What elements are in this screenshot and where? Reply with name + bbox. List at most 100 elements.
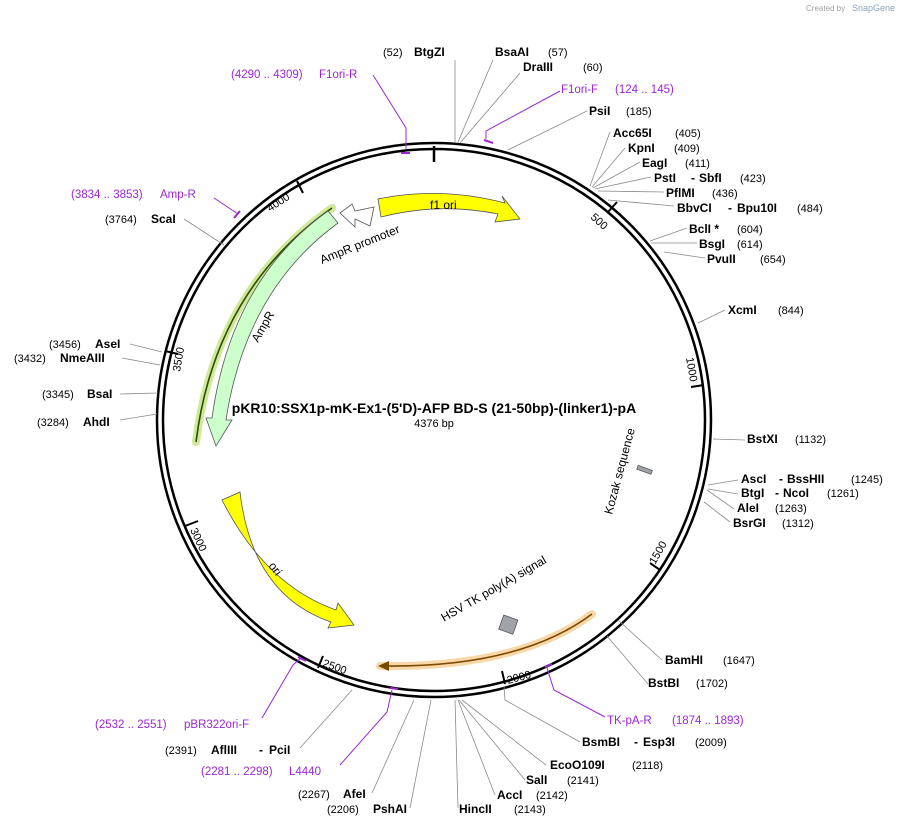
primer-f1ori-r: (4290 .. 4309) F1ori-R [231,69,410,154]
primer-amp-r: (3834 .. 3853) Amp-R [71,189,241,219]
site-pvuii-name: PvuII [707,252,736,266]
site-pshai-pos: (2206) [327,804,359,816]
f1-ori-arrow [377,192,521,223]
site-scai-name: ScaI [151,212,176,226]
site-hincii-pos: (2143) [514,804,546,816]
site-bsmbi-pos: (2009) [695,737,727,749]
site-asci-pos: (1245) [851,474,883,486]
map-title: pKR10:SSX1p-mK-Ex1-(5'D)-AFP BD-S (21-50… [232,400,636,416]
primer-f1ori-f-name: F1ori-F [561,84,598,96]
site-nmeaiii-name: NmeAIII [60,351,105,365]
primer-pbr322ori-f-range: (2532 .. 2551) [95,719,167,731]
tick-label-1500: 1500 [647,539,670,566]
site-bcli-name: BclI * [689,222,719,236]
site-eagi-name: EagI [642,156,667,170]
site-bsai-pos: (3345) [42,389,74,401]
site-bamhi-name: BamHI [665,653,703,667]
site-asci-name: AscI [741,472,766,486]
site-bpu10i-name: Bpu10I [737,201,777,215]
site-btgzi-pos: (52) [383,47,403,59]
site-bsmbi-sep: - [634,735,638,749]
site-ecoo109i-name: EcoO109I [550,758,605,772]
site-hincii-name: HincII [459,802,492,816]
site-psii-name: PsiI [589,104,610,118]
site-esp3i-name: Esp3I [643,735,675,749]
site-bbvci-pos: (484) [797,203,823,215]
site-scai-pos: (3764) [105,214,137,226]
site-pflmi-name: PflMI [666,186,695,200]
site-eagi-pos: (411) [685,158,710,170]
site-sali-pos: (2141) [567,775,599,787]
site-sbfi-name: SbfI [699,171,722,185]
site-acc65i-pos: (405) [675,128,701,140]
primer-f1ori-f-range: (124 .. 145) [615,84,674,96]
site-draiii-pos: (60) [583,62,603,74]
ampr-arrow [205,210,339,447]
site-bsaai-name: BsaAI [495,45,529,59]
site-psti-sep: - [691,171,695,185]
site-draiii-name: DraIII [523,60,553,74]
kozak-label: Kozak sequence [601,426,638,516]
site-asei-pos: (3456) [49,339,81,351]
site-acc65i-name: Acc65I [613,126,652,140]
site-bbvci-sep: - [728,201,732,215]
site-bsshii-name: BssHII [787,472,824,486]
site-acci-name: AccI [497,788,522,802]
site-psti-pos: (423) [740,173,766,185]
site-afliii-name: AflIII [211,743,237,757]
site-bstbi-pos: (1702) [696,678,728,690]
site-sali-name: SalI [526,773,547,787]
tick-label-3500: 3500 [171,346,187,372]
site-bamhi-pos: (1647) [723,655,755,667]
site-nmeaiii-pos: (3432) [14,353,46,365]
site-kpni-pos: (409) [674,143,700,155]
site-pflmi-pos: (436) [712,188,738,200]
primer-l4440: (2281 .. 2298) L4440 [201,687,399,778]
map-length: 4376 bp [414,418,454,430]
kozak-box [636,464,653,475]
site-asci-sep: - [779,472,783,486]
primer-f1ori-r-name: F1ori-R [319,69,357,81]
site-ahdi-pos: (3284) [37,417,69,429]
site-pvuii-pos: (654) [760,254,786,266]
site-bsaai-pos: (57) [548,47,568,59]
site-btgi-pos: (1261) [827,488,859,500]
site-bcli-pos: (604) [737,224,763,236]
site-kpni-name: KpnI [628,141,655,155]
site-ahdi-name: AhdI [83,415,110,429]
site-bsgi-name: BsgI [699,237,725,251]
primer-tk-pa-r: TK-pA-R (1874 .. 1893) [544,663,744,727]
hsv-polya-label: HSV TK poly(A) signal [439,553,549,625]
site-asei-name: AseI [95,337,120,351]
site-btgi-sep: - [775,486,779,500]
credit-prefix: Created by [806,4,845,13]
site-bbvci-name: BbvCI [677,201,712,215]
primer-tk-pa-r-name: TK-pA-R [607,715,652,727]
primer-pbr322ori-f-name: pBR322ori-F [184,719,249,731]
ampr-promoter-arrow [339,203,375,228]
site-bstxi-name: BstXI [747,432,778,446]
site-xcmi-name: XcmI [728,303,757,317]
site-pshai-name: PshAI [373,802,407,816]
site-leader-lines [119,59,746,809]
site-bsai-name: BsaI [87,387,112,401]
credit-brand: SnapGene [852,3,895,13]
primer-pbr322ori-f: (2532 .. 2551) pBR322ori-F [95,656,307,731]
site-psii-pos: (185) [626,106,652,118]
site-alei-name: AleI [737,501,759,515]
site-afliii-pos: (2391) [165,745,197,757]
site-psti-name: PstI [654,171,676,185]
site-btgi-name: BtgI [741,486,764,500]
primer-l4440-name: L4440 [289,766,321,778]
hsv-polya-signal-box [498,614,519,635]
site-pcii-name: PciI [269,743,290,757]
site-ecoo109i-pos: (2118) [632,760,663,772]
site-xcmi-pos: (844) [778,305,804,317]
tick-marks [164,180,705,685]
site-bsrgi-name: BsrGI [733,516,766,530]
tick-label-4000: 4000 [265,191,292,214]
primer-amp-r-name: Amp-R [160,189,196,201]
primer-f1ori-f: F1ori-F (124 .. 145) [483,84,674,144]
primer-f1ori-r-range: (4290 .. 4309) [231,69,303,81]
